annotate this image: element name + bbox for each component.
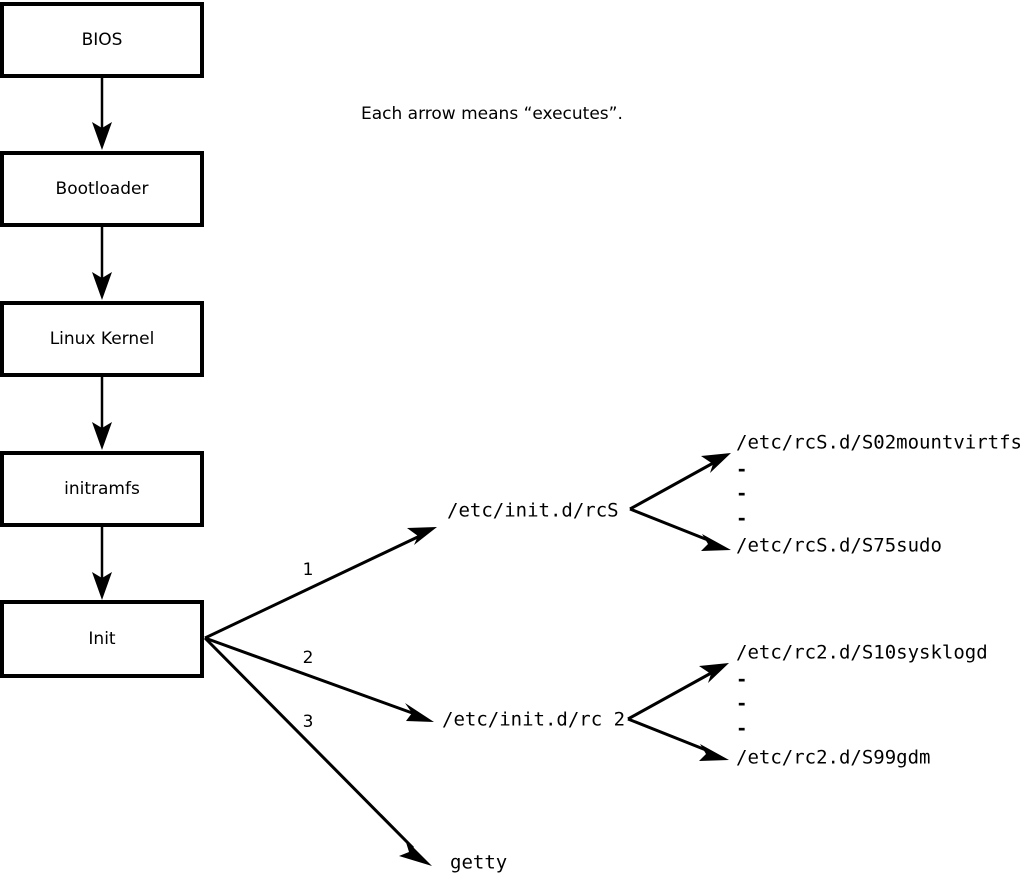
rc2-ellipsis-dash-3: -: [736, 718, 747, 740]
arrow-initramfs-to-init: [92, 525, 112, 600]
arrow-head-icon: [405, 703, 434, 722]
branch-number-1: 1: [303, 560, 314, 580]
arrow-head-icon: [92, 272, 112, 300]
arrow-bootloader-to-kernel: [92, 225, 112, 300]
node-bootloader: Bootloader: [0, 151, 204, 227]
arrow-init-to-getty: [203, 636, 432, 866]
rc2-script-first-label: /etc/rc2.d/S10sysklogd: [736, 642, 988, 664]
bootloader-box: [0, 151, 204, 227]
caption-text: Each arrow means “executes”.: [361, 104, 623, 124]
rcs-ellipsis-dash-3: -: [736, 508, 747, 530]
arrow-rcs-to-first-script: [629, 453, 731, 511]
arrow-head-icon: [701, 534, 731, 551]
rcs-script-last-label: /etc/rcS.d/S75sudo: [736, 535, 942, 557]
linux-kernel-label: Linux Kernel: [50, 329, 155, 349]
linux-kernel-box: [0, 301, 204, 377]
init-target-rcs-label: /etc/init.d/rcS: [447, 500, 619, 522]
rc2-ellipsis-dash-1: -: [736, 669, 747, 691]
bios-label: BIOS: [82, 30, 123, 50]
arrow-head-icon: [407, 527, 437, 545]
arrow-head-icon: [701, 453, 731, 473]
rc2-script-last-label: /etc/rc2.d/S99gdm: [736, 747, 930, 769]
init-target-rc2-label: /etc/init.d/rc 2: [442, 709, 625, 731]
bios-box: [0, 2, 204, 78]
arrow-init-to-rcs: [204, 527, 437, 640]
arrow-rc2-to-last-script: [627, 717, 729, 761]
init-label: Init: [88, 629, 116, 649]
arrow-rc2-to-first-script: [627, 663, 729, 721]
arrow-kernel-to-initramfs: [92, 375, 112, 450]
arrow-head-icon: [699, 744, 729, 761]
bootloader-label: Bootloader: [56, 179, 149, 199]
init-target-getty-label: getty: [450, 852, 507, 874]
arrow-head-icon: [699, 663, 729, 683]
arrow-head-icon: [92, 422, 112, 450]
rc2-ellipsis-dash-2: -: [736, 693, 747, 715]
branch-number-2: 2: [303, 648, 314, 668]
arrow-head-icon: [92, 122, 112, 150]
rcs-ellipsis-dash-1: -: [736, 459, 747, 481]
arrow-rcs-to-last-script: [629, 507, 731, 551]
arrow-head-icon: [399, 839, 432, 866]
init-box: [0, 600, 204, 678]
branch-number-3: 3: [303, 712, 314, 732]
initramfs-label: initramfs: [64, 479, 140, 499]
node-bios: BIOS: [0, 2, 204, 78]
arrow-head-icon: [92, 572, 112, 600]
arrow-bios-to-bootloader: [92, 76, 112, 150]
rcs-script-first-label: /etc/rcS.d/S02mountvirtfs: [736, 432, 1022, 454]
node-linux-kernel: Linux Kernel: [0, 301, 204, 377]
rcs-ellipsis-dash-2: -: [736, 483, 747, 505]
node-initramfs: initramfs: [0, 451, 204, 527]
node-init: Init: [0, 600, 204, 678]
arrow-init-to-rc2: [204, 636, 434, 722]
